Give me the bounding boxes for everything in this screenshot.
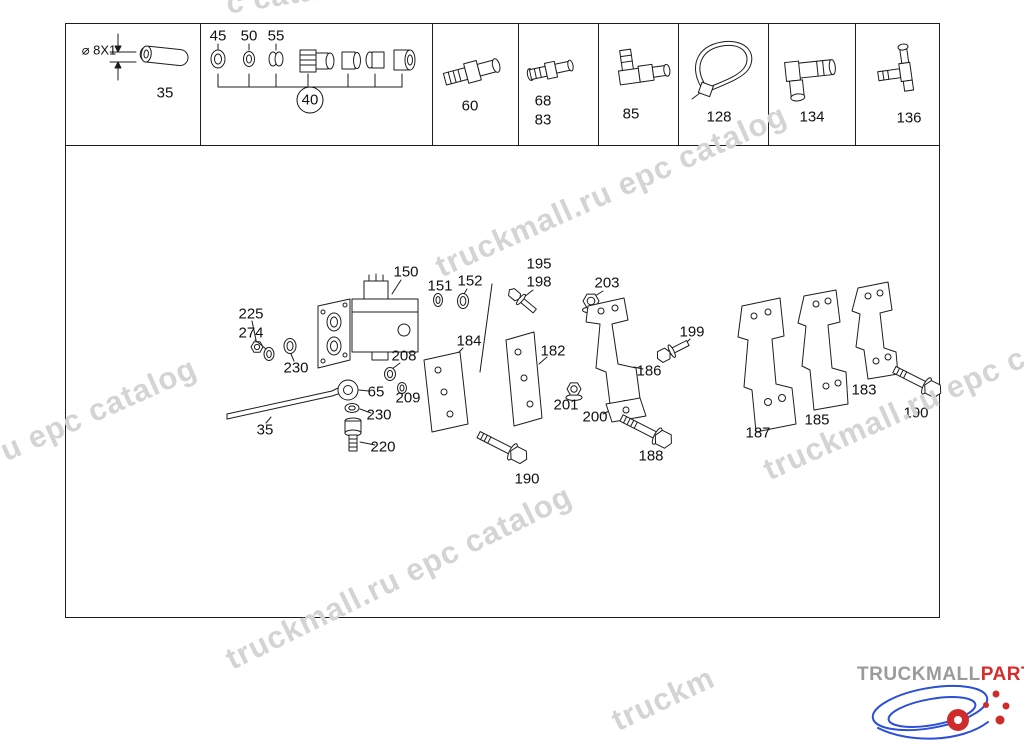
- bracket-184-drawing: [423, 347, 469, 433]
- ring-208-drawing: [384, 362, 401, 381]
- bracket-182-drawing: [505, 331, 548, 427]
- connector-136-drawing: [877, 43, 915, 92]
- bracket-185-drawing: [797, 289, 849, 411]
- main-frame: [65, 145, 940, 618]
- legend-cell-tube-35: [65, 23, 200, 145]
- legend-cell-connector-68-83: [518, 23, 598, 145]
- fittings-group-drawing: [210, 43, 416, 88]
- washer-274-drawing: [254, 339, 275, 361]
- legend-cell-fittings-40: [200, 23, 432, 145]
- banjo-65-drawing: [331, 379, 370, 401]
- legend-cell-elbow-134: [768, 23, 855, 145]
- logo-text-primary: TRUCKMALL: [857, 664, 981, 685]
- exploded-view-area: [65, 145, 940, 618]
- bolt-195-198-drawing: [508, 288, 537, 314]
- bracket-187-drawing: [737, 297, 797, 433]
- ring-152-drawing: [457, 288, 469, 309]
- connector-85-drawing: [617, 48, 671, 86]
- bolt-188-drawing: [619, 414, 672, 449]
- pipe-35-drawing: [226, 390, 333, 424]
- ring-209-drawing: [397, 382, 407, 394]
- legend-cell-connector-136: [855, 23, 940, 145]
- connector-60-drawing: [442, 58, 501, 86]
- ring-230-upper-drawing: [283, 338, 297, 362]
- tube-35-drawing: [109, 33, 189, 81]
- cable-tie-128-drawing: [691, 40, 753, 100]
- valve-150-drawing: [317, 273, 419, 369]
- legend-cell-connector-85: [598, 23, 678, 145]
- logo-text-secondary: PARTS: [980, 664, 1024, 685]
- legend-strip: [65, 23, 940, 145]
- bolt-190-right-drawing: [892, 365, 942, 399]
- ring-230-lower-drawing: [344, 403, 372, 414]
- truckmall-logo: TRUCKMALLPARTS: [845, 660, 1024, 748]
- plate-200-drawing: [602, 397, 647, 423]
- nut-201-drawing: [565, 382, 583, 401]
- legend-cell-connector-60: [432, 23, 518, 145]
- bolt-199-drawing: [656, 338, 691, 363]
- legend-cell-cable-tie-128: [678, 23, 768, 145]
- connector-68-83-drawing: [526, 59, 574, 81]
- leader-line: [479, 283, 493, 373]
- bolt-220-drawing: [344, 417, 376, 452]
- bolt-190-left-drawing: [476, 431, 528, 465]
- logo-text: TRUCKMALLPARTS: [857, 664, 1024, 686]
- truckmall-logo-swirl-icon: [871, 684, 1010, 740]
- elbow-134-drawing: [784, 59, 836, 102]
- ring-151-drawing: [433, 293, 443, 307]
